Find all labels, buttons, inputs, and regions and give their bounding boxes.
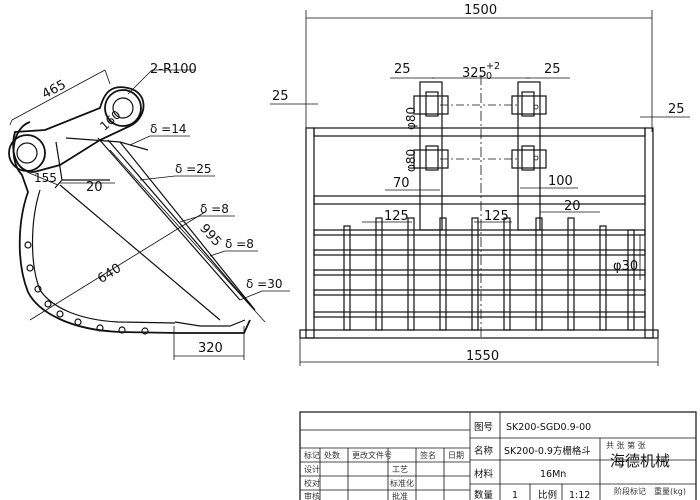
quantity-label: 数量 xyxy=(474,489,494,500)
top-crossbeam xyxy=(313,127,646,137)
dim-left-25-text: 25 xyxy=(272,89,289,104)
dim-1500-text: 1500 xyxy=(464,3,497,18)
quantity: 1 xyxy=(512,490,518,500)
row-label-check: 校对 xyxy=(304,478,320,488)
bucket-inner-profile xyxy=(31,189,176,324)
dim-325-tol-lower: 0 xyxy=(486,71,492,82)
row-label-review: 审核 xyxy=(304,491,320,500)
material: 16Mn xyxy=(540,469,566,480)
rev-header-date: 日期 xyxy=(448,451,464,460)
dim-100-text: 100 xyxy=(548,174,573,189)
dim-1550-text: 1550 xyxy=(466,349,499,364)
sheet-label: 共 张 第 张 xyxy=(606,440,646,450)
dim-radius-leader xyxy=(127,69,153,95)
grid-beam-2 xyxy=(313,249,646,256)
left-ear-boss-top xyxy=(425,91,439,117)
stage-label: 阶段标记 xyxy=(614,486,646,496)
delta-14-text: δ =14 xyxy=(150,122,186,136)
dim-ear-25-right-text: 25 xyxy=(544,62,561,77)
pin-hole-left xyxy=(16,142,38,164)
dim-right-25-text: 25 xyxy=(668,102,685,117)
rev-header-sign: 签名 xyxy=(420,450,436,460)
drawing-no-label: 图号 xyxy=(474,422,493,433)
scale-label: 比例 xyxy=(538,489,557,500)
rev-header-count: 处数 xyxy=(324,450,340,460)
dim-ear-25-left-text: 25 xyxy=(394,62,411,77)
material-label: 材料 xyxy=(474,468,494,480)
right-ear-pin-top xyxy=(511,95,547,115)
dim-phi30-text: φ30 xyxy=(613,259,638,274)
grid-beam-5 xyxy=(313,311,646,318)
dim-20-front-text: 20 xyxy=(564,199,581,214)
dim-325-tol-upper: +2 xyxy=(486,61,500,72)
dim-125-b-text: 125 xyxy=(484,209,509,224)
grid-beam-4 xyxy=(313,289,646,296)
dim-465-text: 465 xyxy=(40,77,69,102)
pin-boss-left xyxy=(8,134,46,172)
ear-plate xyxy=(12,86,145,173)
col-label-approve: 批准 xyxy=(392,491,408,500)
rev-header-file: 更改文件号 xyxy=(352,450,392,460)
part-name: SK200-0.9方栅格斗 xyxy=(504,445,591,457)
side-view: 465 2-R100 160 155 20 δ =14 δ =25 δ =8 δ… xyxy=(8,62,290,360)
dim-995-text: 995 xyxy=(196,221,224,249)
left-side-plate xyxy=(305,127,315,339)
dim-155-text: 155 xyxy=(34,171,57,185)
delta-8b-text: δ =8 xyxy=(225,237,254,251)
dim-phi80-a-text: φ80 xyxy=(404,107,418,130)
side-plate-lines xyxy=(59,137,256,321)
dim-radius-text: 2-R100 xyxy=(150,62,197,77)
dim-995-line xyxy=(109,149,266,323)
drawing-no: SK200-SGD0.9-00 xyxy=(506,422,591,433)
delta-8a-text: δ =8 xyxy=(200,202,229,216)
pin-boss-right xyxy=(104,89,142,127)
dim-125-a-text: 125 xyxy=(384,209,409,224)
dim-640-line xyxy=(29,211,206,321)
mid-crossbeam xyxy=(313,195,646,205)
bottom-edge-plate xyxy=(174,319,246,327)
delta-30-text: δ =30 xyxy=(246,277,282,291)
weight-label: 重量(kg) xyxy=(654,486,686,496)
name-label: 名称 xyxy=(474,445,494,457)
right-side-plate xyxy=(644,127,654,339)
delta-25-text: δ =25 xyxy=(175,162,211,176)
company-name: 海德机械 xyxy=(610,452,670,470)
dim-160-text: 160 xyxy=(97,108,123,134)
pin-hole-right xyxy=(112,97,134,119)
bottom-blade xyxy=(299,329,659,339)
bottom-rivets xyxy=(24,241,149,335)
row-label-design: 设计 xyxy=(304,464,320,474)
right-ear-boss-top xyxy=(521,91,535,117)
grid-beam-1 xyxy=(313,229,646,236)
dim-325-text: 325 xyxy=(462,66,487,81)
rev-header-mark: 标记 xyxy=(304,450,320,460)
scale: 1:12 xyxy=(569,490,590,500)
grid-bars xyxy=(343,217,635,331)
front-view: 1500 25 25 25 25 325 +2 0 xyxy=(270,3,690,366)
dim-70-text: 70 xyxy=(393,176,410,191)
dim-465-line xyxy=(11,69,106,121)
col-label-process: 工艺 xyxy=(392,465,408,474)
dim-phi80-b-text: φ80 xyxy=(404,149,418,172)
title-block: 标记 处数 更改文件号 签名 日期 设计 校对 审核 工艺 标准化 批准 图号 … xyxy=(299,411,697,500)
dim-320-text: 320 xyxy=(198,341,223,356)
col-label-standard: 标准化 xyxy=(390,478,414,488)
left-ear-plate xyxy=(419,81,443,231)
left-ear-boss-bottom xyxy=(425,145,439,171)
right-ear-pin-bottom xyxy=(511,149,547,169)
dim-20-text: 20 xyxy=(86,180,103,195)
grid-beam-3 xyxy=(313,269,646,276)
